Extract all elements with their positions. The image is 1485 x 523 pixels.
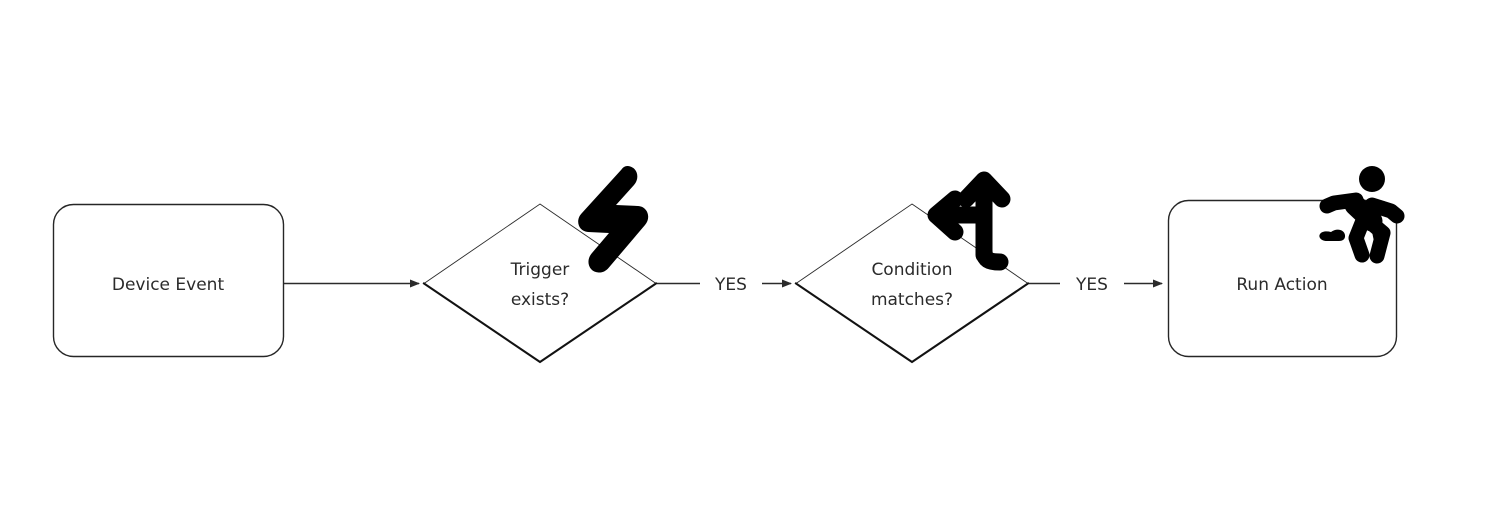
edge-trigger-to-condition: YES — [657, 275, 792, 295]
lightning-bolt-icon — [578, 165, 649, 273]
condition-matches-shape-shadow — [794, 282, 1030, 364]
trigger-exists-label-line1: Trigger — [510, 260, 570, 280]
device-event-label: Device Event — [112, 275, 225, 295]
node-condition-matches[interactable]: Condition matches? — [794, 203, 1030, 364]
running-person-icon — [1319, 166, 1405, 264]
device-event-shape[interactable] — [52, 203, 285, 358]
branch-arrows-icon — [927, 171, 1011, 271]
node-device-event[interactable]: Device Event — [52, 203, 285, 358]
condition-matches-shape[interactable] — [795, 203, 1029, 363]
node-trigger-exists[interactable]: Trigger exists? — [422, 203, 658, 364]
run-action-label: Run Action — [1236, 275, 1327, 295]
condition-matches-label-line1: Condition — [871, 260, 952, 280]
edge-label-yes-2: YES — [1075, 275, 1108, 295]
edge-label-yes-1: YES — [714, 275, 747, 295]
edge-condition-to-action: YES — [1029, 275, 1163, 295]
condition-matches-label-line2: matches? — [871, 290, 953, 310]
trigger-exists-shape-shadow — [422, 282, 658, 364]
trigger-exists-label-line2: exists? — [511, 290, 569, 310]
